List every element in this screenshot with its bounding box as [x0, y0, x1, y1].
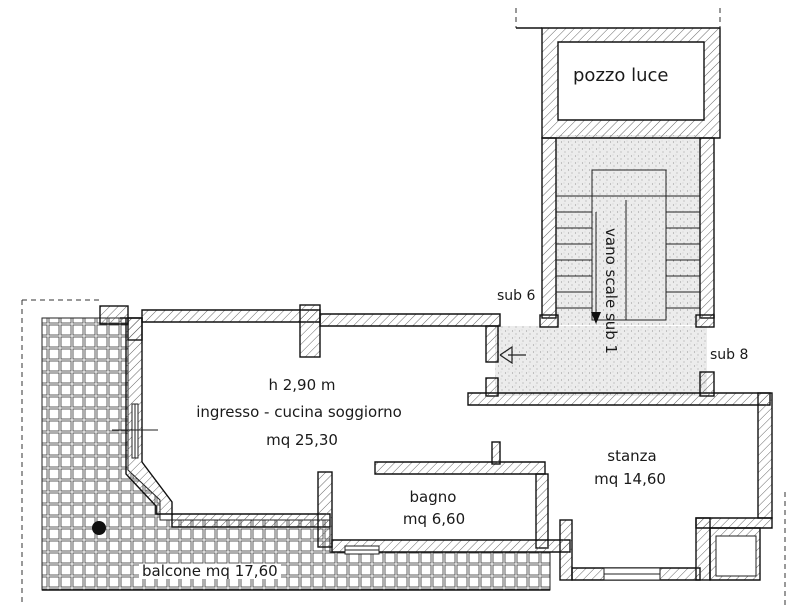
- stanza-area: mq 14,60: [594, 470, 666, 488]
- stanza-name: stanza: [607, 447, 657, 465]
- bagno-area: mq 6,60: [402, 510, 466, 528]
- stair-landing-floor: [495, 326, 707, 396]
- stairs: [556, 169, 700, 324]
- living-room-name: ingresso - cucina soggiorno: [196, 403, 402, 421]
- bagno-name: bagno: [409, 488, 457, 506]
- vano-scale-label: vano scale sub 1: [602, 228, 620, 355]
- room-height-label: h 2,90 m: [268, 376, 336, 394]
- balcony-marker: [92, 521, 106, 535]
- living-room-area: mq 25,30: [266, 431, 338, 449]
- sub8-label: sub 8: [710, 347, 749, 363]
- walls: [99, 304, 773, 581]
- stairwell-floor: [556, 135, 700, 325]
- windows: [112, 403, 757, 581]
- property-boundary-lines: [21, 8, 786, 605]
- balcone-label: balcone mq 17,60: [139, 564, 281, 579]
- entrance-arrow: [499, 345, 526, 365]
- sub6-label: sub 6: [497, 288, 536, 304]
- pozzo-luce-label: pozzo luce: [573, 65, 669, 86]
- stairwell-walls: [539, 137, 715, 328]
- light-well: [516, 27, 721, 139]
